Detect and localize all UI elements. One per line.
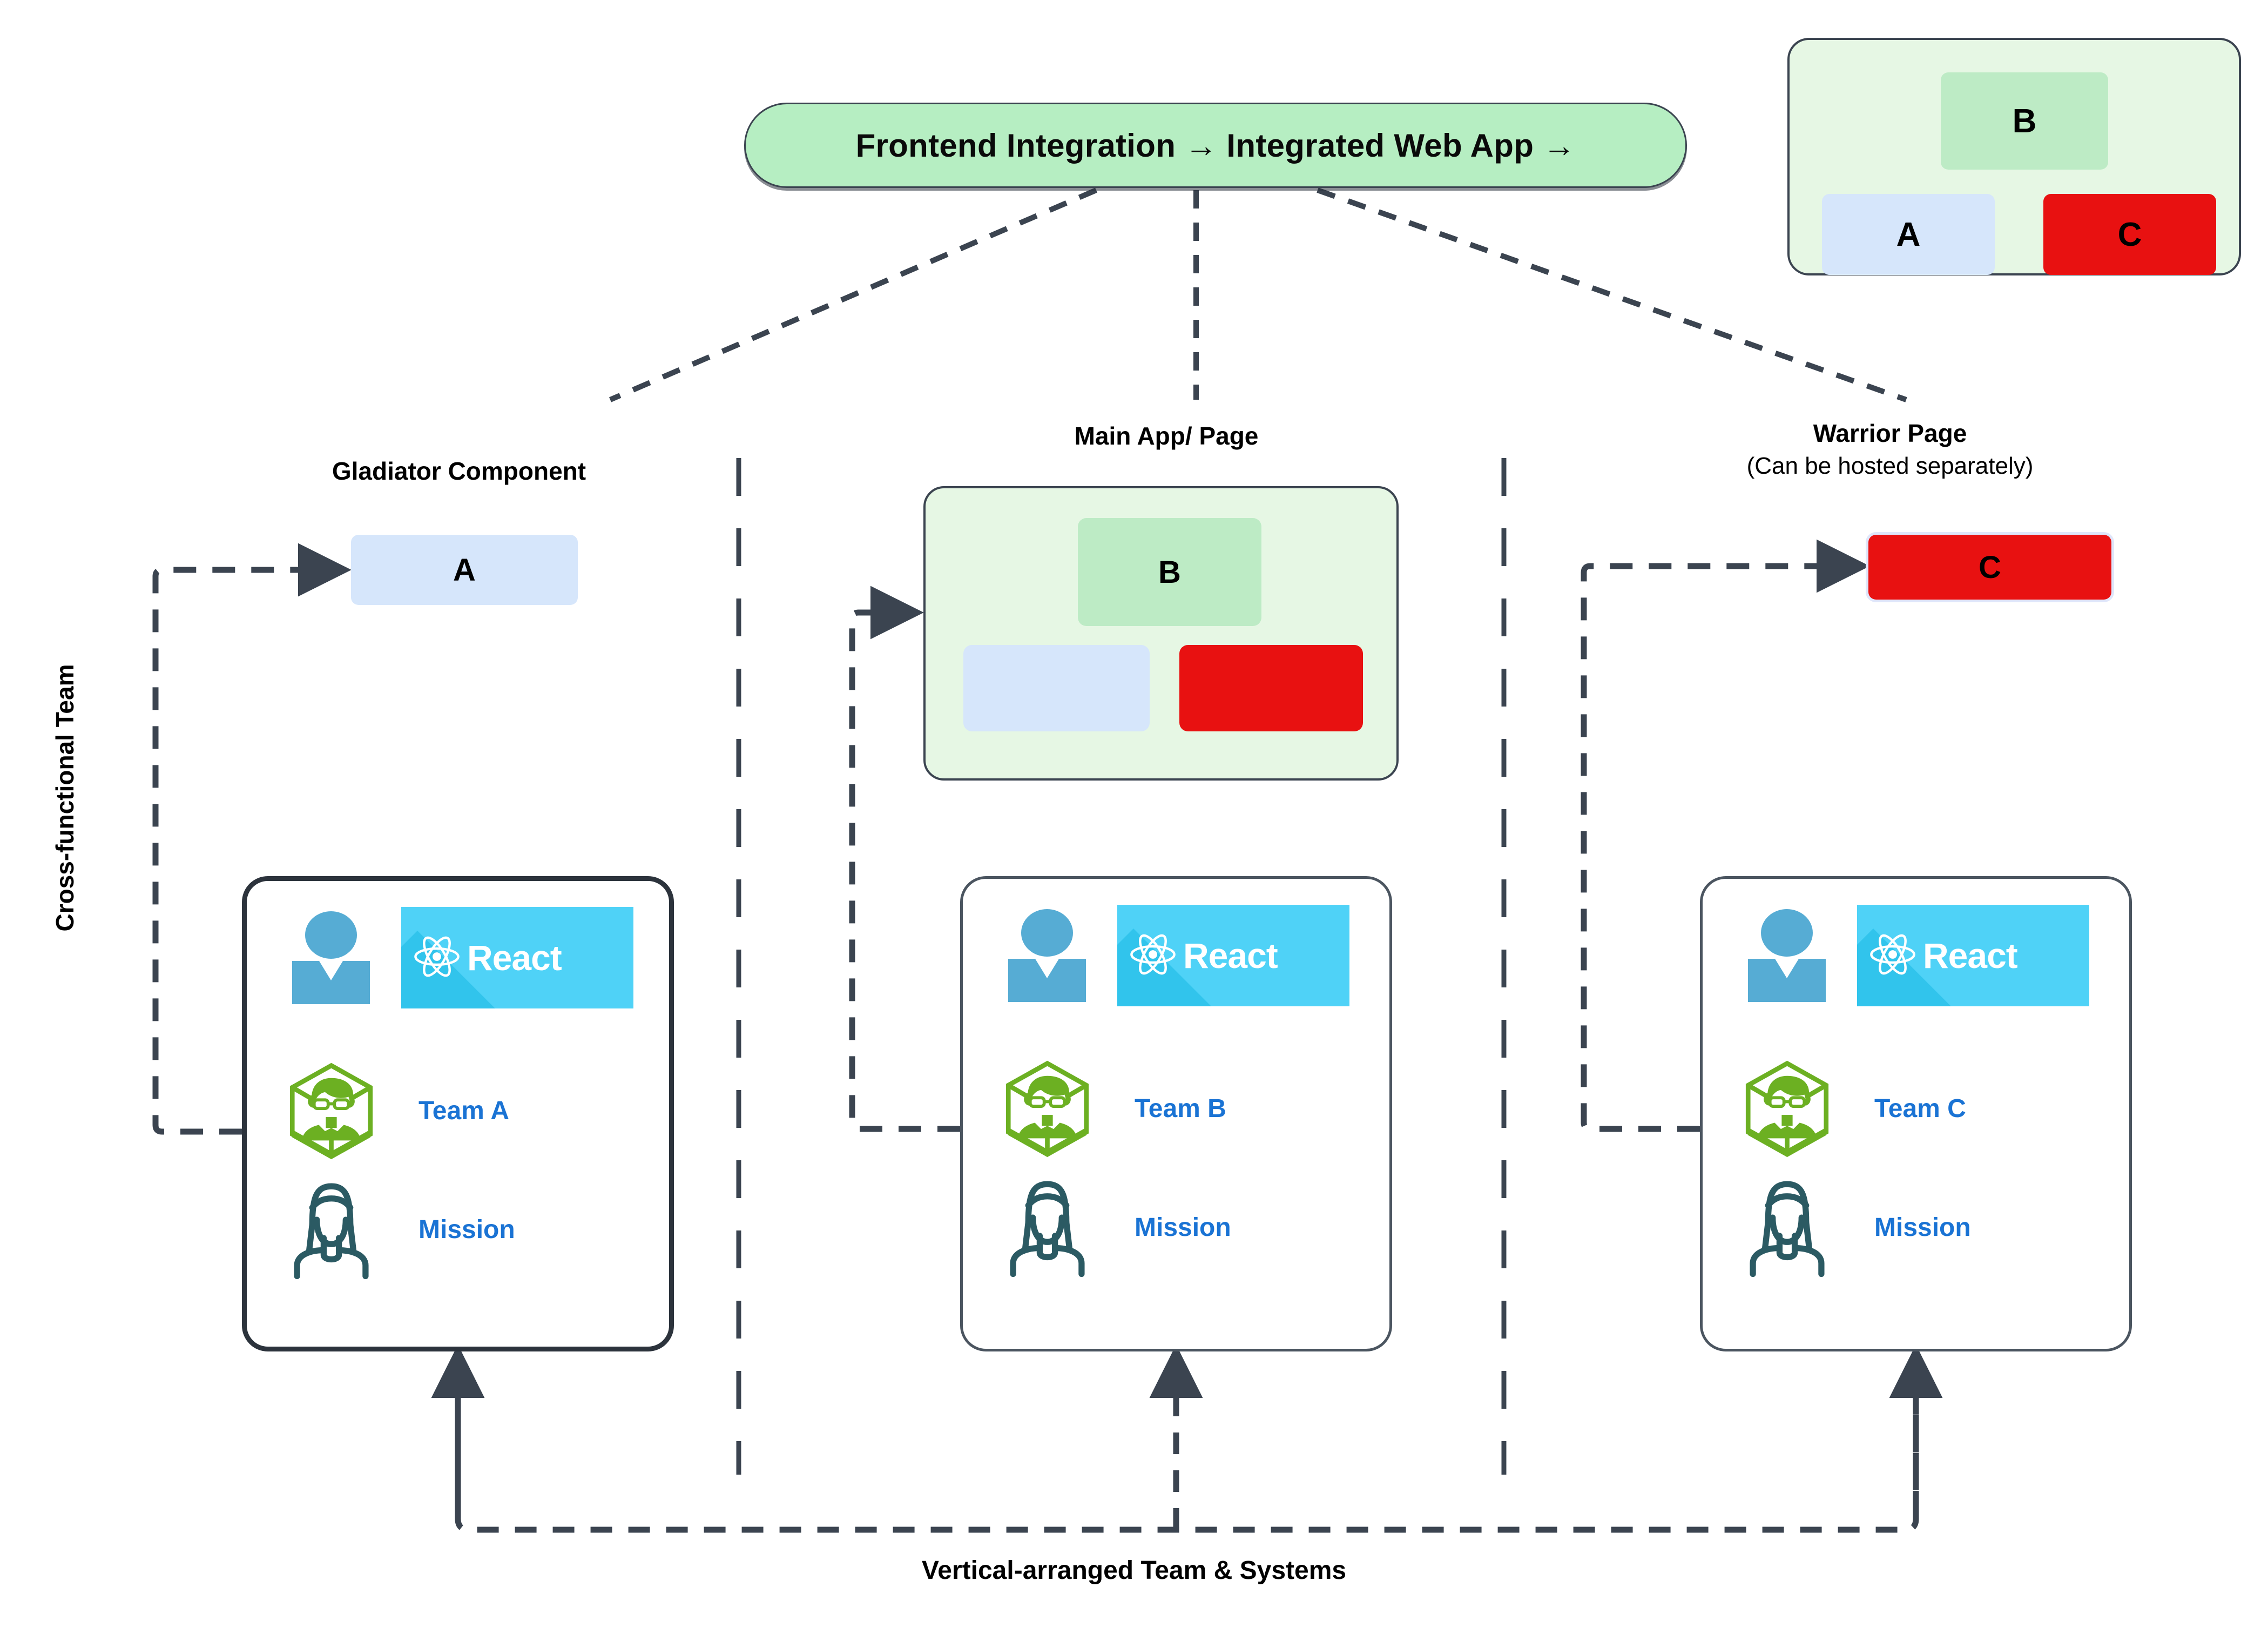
connector-bottom-bus: [455, 1356, 1919, 1533]
main-app-container: B: [923, 486, 1399, 781]
team-a-team-row: Team A: [277, 1059, 650, 1162]
team-c-mission-row: Mission: [1733, 1173, 2105, 1281]
warrior-page-block-c: C: [1868, 535, 2111, 600]
react-logo-banner: React: [1857, 905, 2089, 1006]
team-card-c: React: [1700, 876, 2132, 1351]
mission-person-icon: [277, 1178, 385, 1281]
connector-banner-to-gladiator: [609, 187, 1097, 402]
column-subtitle-warrior: (Can be hosted separately): [1746, 453, 2034, 479]
react-logo-banner: React: [1117, 905, 1349, 1006]
legend-block-c: C: [2043, 194, 2216, 275]
column-title-gladiator: Gladiator Component: [332, 457, 586, 485]
team-c-label: Team C: [1874, 1094, 1966, 1123]
react-wordmark: React: [1183, 936, 1278, 976]
react-atom-icon: [413, 933, 461, 983]
legend-block-a: A: [1822, 194, 1995, 275]
legend-block-b: B: [1941, 72, 2108, 170]
gladiator-component-block-a: A: [351, 535, 578, 605]
team-c-tech-row: React: [1733, 902, 2105, 1010]
team-card-b: React: [960, 876, 1392, 1351]
team-b-mission-label: Mission: [1135, 1213, 1231, 1242]
react-wordmark: React: [467, 938, 562, 978]
header-banner: Frontend Integration → Integrated Web Ap…: [744, 103, 1687, 188]
react-logo-banner: React: [401, 907, 633, 1008]
react-atom-icon: [1129, 931, 1177, 981]
team-c-mission-label: Mission: [1874, 1213, 1971, 1242]
developer-hexagon-icon: [277, 1059, 385, 1162]
main-app-block-b: B: [1078, 518, 1261, 626]
main-app-block-a: [963, 645, 1150, 731]
mission-person-icon: [1733, 1176, 1841, 1279]
column-title-main-app: Main App/ Page: [1074, 422, 1259, 450]
vertical-arranged-caption: Vertical-arranged Team & Systems: [921, 1556, 1347, 1585]
team-b-team-row: Team B: [993, 1057, 1366, 1160]
person-avatar-icon: [993, 904, 1101, 1007]
team-b-mission-row: Mission: [993, 1173, 1366, 1281]
team-a-label: Team A: [418, 1096, 510, 1125]
team-card-a: React: [242, 876, 674, 1351]
header-banner-title: Frontend Integration → Integrated Web Ap…: [855, 127, 1576, 164]
team-b-label: Team B: [1135, 1094, 1226, 1123]
team-c-team-row: Team C: [1733, 1057, 2105, 1160]
integrated-web-app-preview: B A C: [1787, 38, 2241, 275]
mission-person-icon: [993, 1176, 1101, 1279]
developer-hexagon-icon: [993, 1057, 1101, 1160]
react-atom-icon: [1869, 931, 1916, 981]
team-a-mission-row: Mission: [277, 1175, 650, 1283]
person-avatar-icon: [1733, 904, 1841, 1007]
main-app-block-c: [1179, 645, 1363, 731]
person-avatar-icon: [277, 906, 385, 1009]
team-a-mission-label: Mission: [418, 1215, 515, 1244]
team-a-tech-row: React: [277, 904, 650, 1012]
column-title-warrior: Warrior Page: [1813, 419, 1967, 447]
cross-functional-team-axis-label: Cross-functional Team: [51, 664, 79, 932]
developer-hexagon-icon: [1733, 1057, 1841, 1160]
react-wordmark: React: [1923, 936, 2018, 976]
team-b-tech-row: React: [993, 902, 1366, 1010]
